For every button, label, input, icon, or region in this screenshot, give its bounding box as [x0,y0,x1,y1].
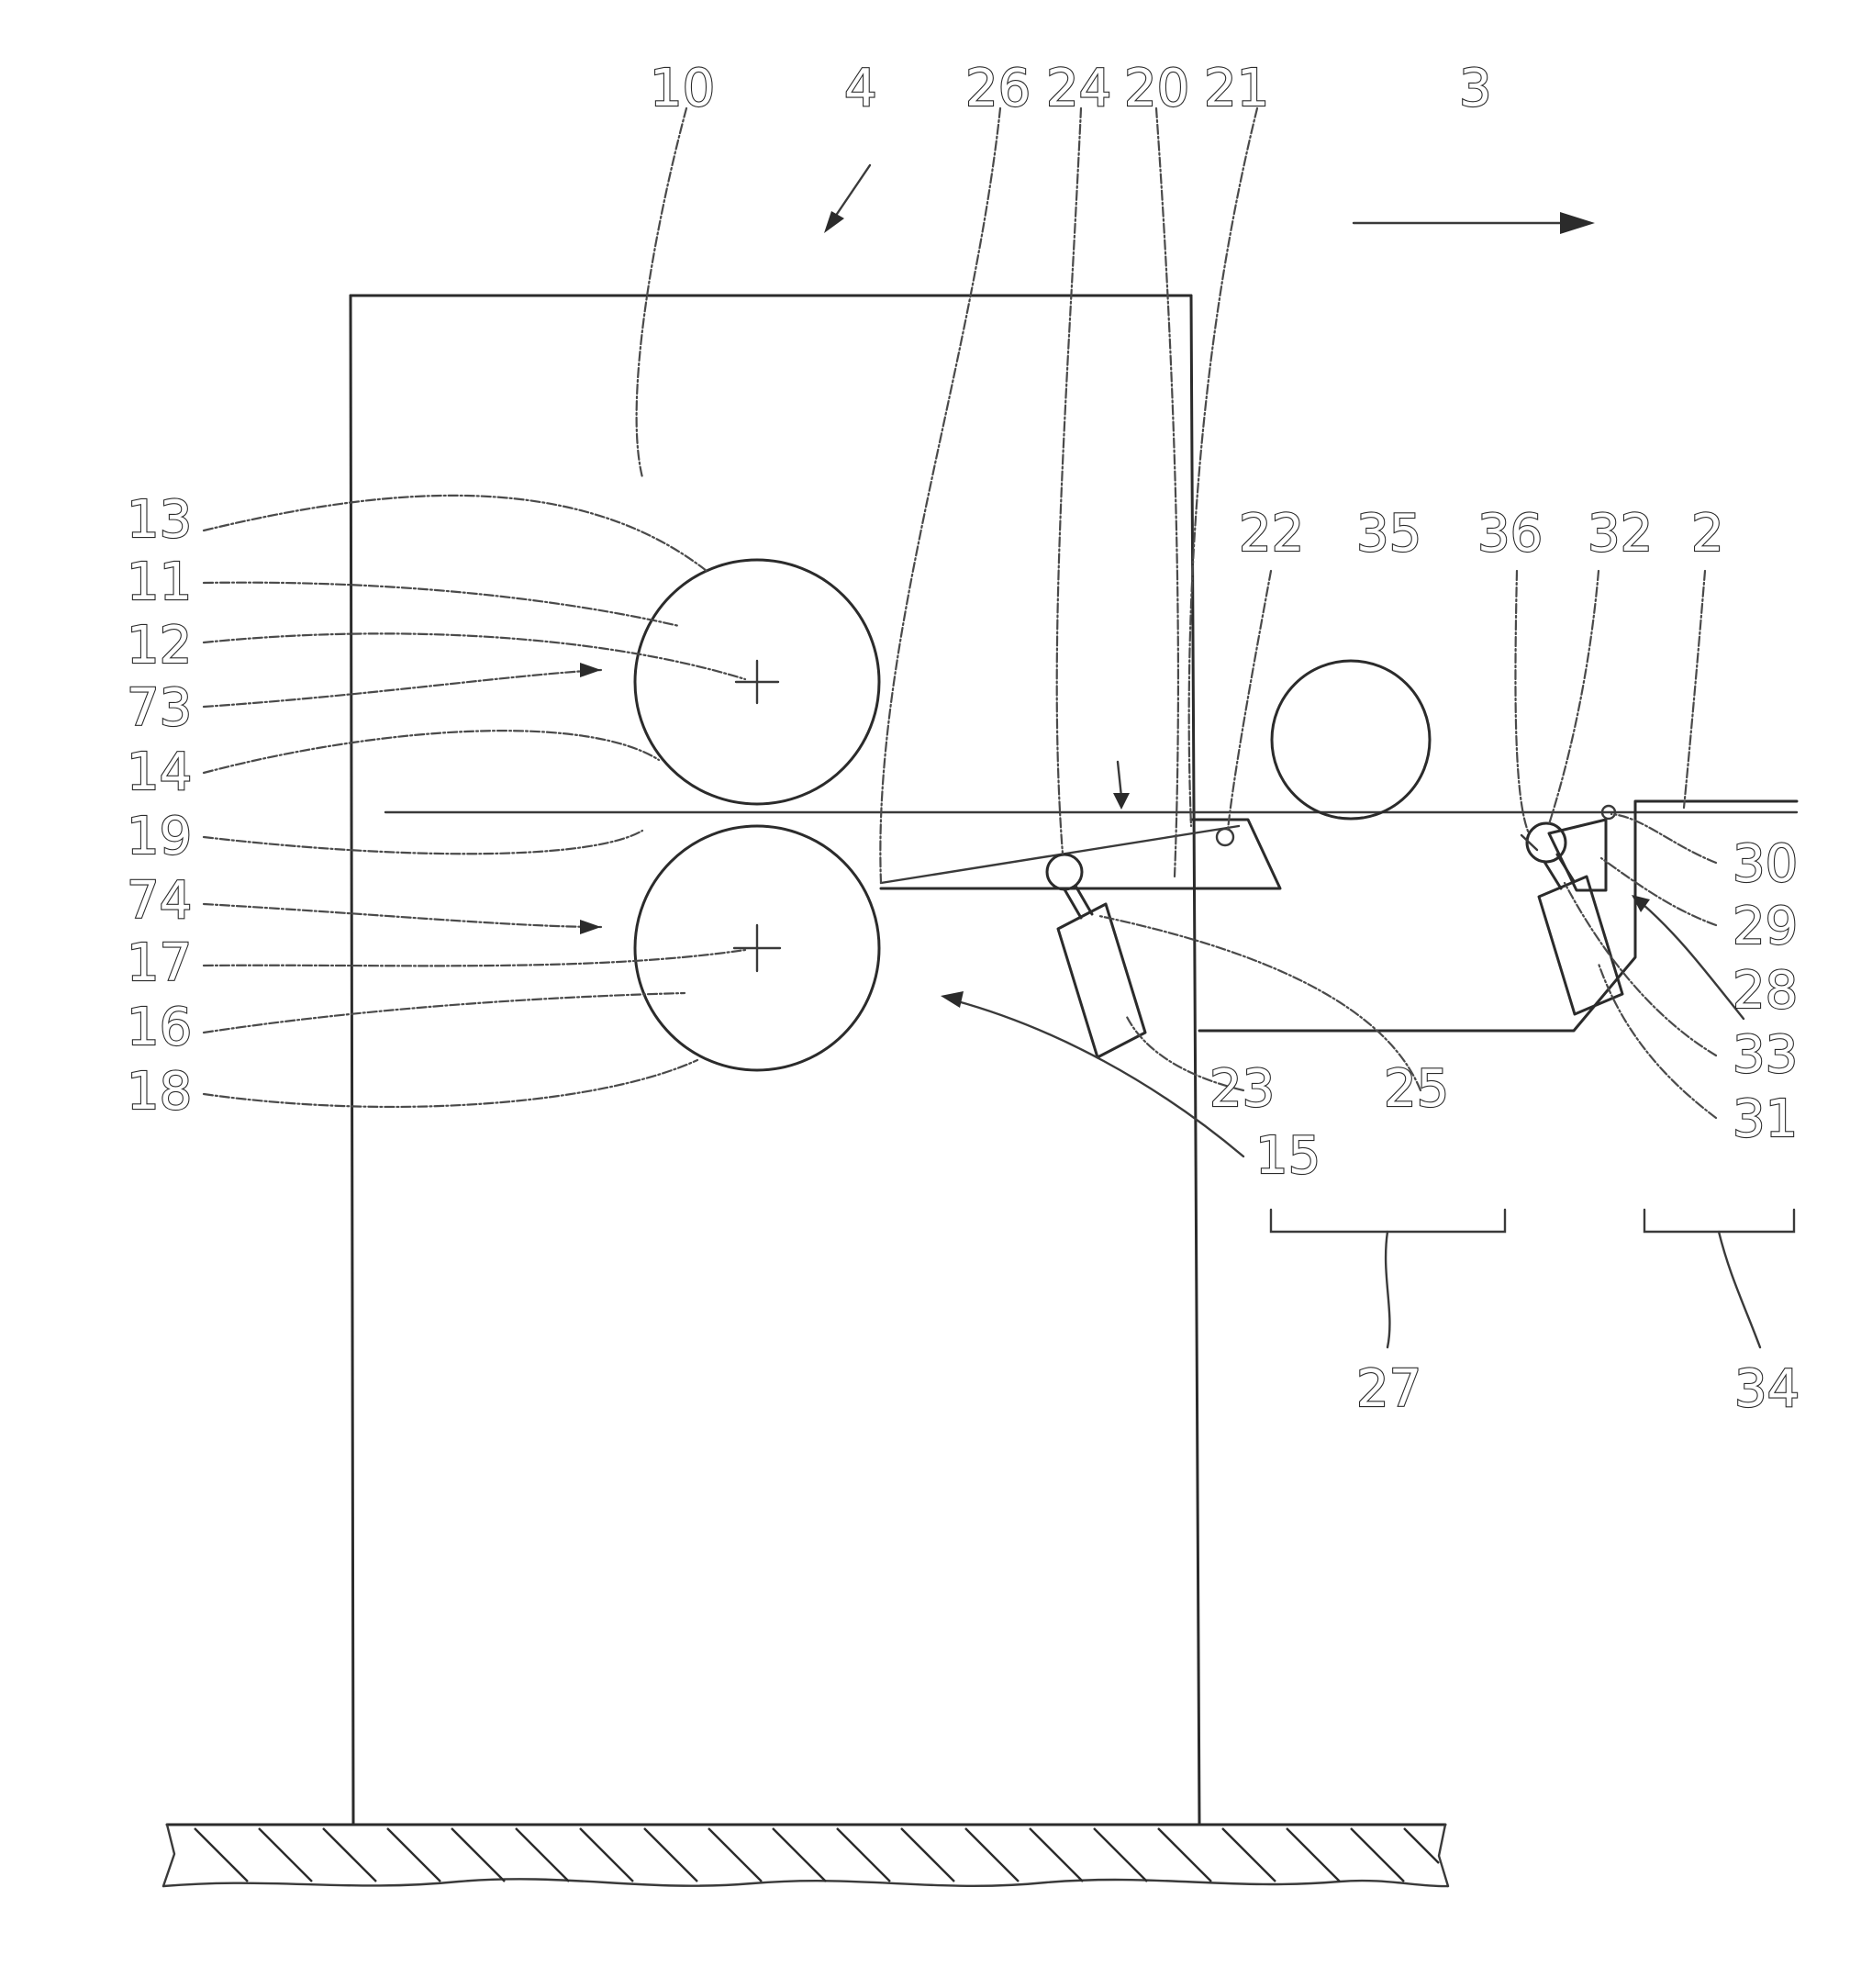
ref-17: 17 [127,933,192,993]
ref-16: 16 [127,998,192,1057]
lower-roller [635,826,879,1070]
ref-34: 34 [1734,1359,1800,1419]
direction-arrow [1354,212,1595,234]
reference-arrow-24 [1113,762,1130,810]
ref-21: 21 [1204,59,1269,118]
ref-30: 30 [1733,834,1798,894]
reference-arrow-4 [824,165,870,233]
machine-frame [351,296,1199,1825]
ref-3: 3 [1459,59,1492,118]
leader-lines [204,108,1716,1118]
ref-2: 2 [1691,504,1724,564]
lower-housing [1199,801,1797,1031]
ref-36: 36 [1477,504,1543,564]
actuator-assembly-right [1521,806,1622,1014]
ref-32: 32 [1588,504,1653,564]
actuator-cylinder-left [1047,854,1145,1057]
ref-35: 35 [1356,504,1421,564]
ref-20: 20 [1124,59,1189,118]
bracket-27 [1271,1210,1505,1347]
ref-13: 13 [127,490,192,550]
ref-27: 27 [1356,1359,1421,1419]
pressure-roller [1272,661,1430,819]
ref-24: 24 [1046,59,1111,118]
ref-12: 12 [127,616,192,676]
ref-73: 73 [127,678,192,738]
bracket-34 [1644,1210,1794,1347]
ref-18: 18 [127,1062,192,1122]
ref-29: 29 [1733,897,1798,956]
ref-25: 25 [1384,1059,1449,1119]
ref-31: 31 [1733,1089,1798,1149]
ref-15: 15 [1255,1126,1321,1186]
ref-33: 33 [1733,1025,1798,1085]
ref-22: 22 [1239,504,1304,564]
ref-26: 26 [965,59,1031,118]
ref-10: 10 [650,59,715,118]
reference-arrow-15 [941,991,1243,1156]
ref-74: 74 [127,871,192,931]
ref-11: 11 [127,553,192,612]
ref-4: 4 [844,59,877,118]
upper-roller [635,560,879,804]
ref-23: 23 [1209,1059,1275,1119]
ref-28: 28 [1733,961,1798,1021]
ref-19: 19 [127,807,192,866]
ref-14: 14 [127,743,192,802]
floor [163,1825,1448,1886]
